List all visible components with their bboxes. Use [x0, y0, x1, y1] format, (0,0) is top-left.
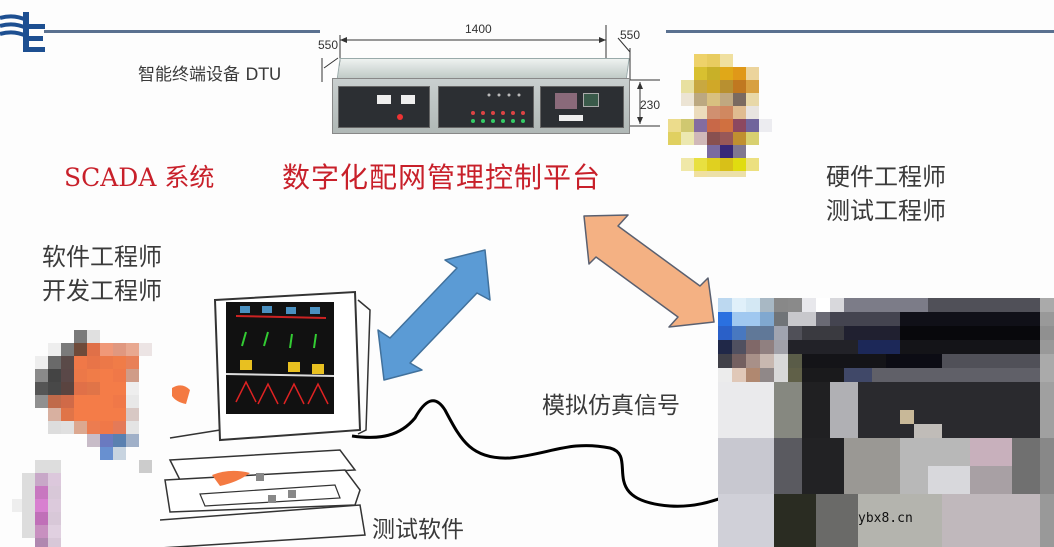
watermark: ybx8.cn — [858, 511, 913, 526]
blue-bidirectional-arrow-icon — [377, 249, 491, 381]
meter-icon — [401, 95, 415, 104]
hand-icon — [212, 470, 250, 486]
dtu-control-panel — [540, 86, 624, 128]
dimension-height: 230 — [640, 98, 661, 112]
role-software-engineer: 软件工程师 — [42, 243, 162, 271]
software-roles: 软件工程师 开发工程师 — [42, 240, 162, 308]
power-indicator-icon — [397, 114, 403, 120]
role-test-engineer: 测试工程师 — [826, 197, 946, 225]
dimension-depth-left: 550 — [318, 38, 339, 52]
dimension-width: 1400 — [465, 22, 492, 36]
device-label: 智能终端设备 DTU — [138, 65, 282, 85]
dtu-power-panel — [338, 86, 430, 128]
state-grid-logo-icon — [0, 10, 48, 54]
dtu-io-panel — [438, 86, 534, 128]
role-hardware-engineer: 硬件工程师 — [826, 163, 946, 191]
header-rule-right — [666, 30, 1054, 33]
test-bench-photo: ybx8.cn — [718, 298, 1054, 547]
role-development-engineer: 开发工程师 — [42, 277, 162, 305]
scada-screen — [226, 302, 334, 414]
console-button-icon — [256, 473, 264, 481]
test-software-label: 测试软件 — [372, 517, 464, 543]
arrows-layer — [377, 214, 715, 381]
header-rule-left — [44, 30, 320, 33]
simulation-signal-label: 模拟仿真信号 — [542, 393, 680, 419]
console-button-icon — [268, 495, 276, 503]
console-button-icon — [288, 490, 296, 498]
meter-icon — [377, 95, 391, 104]
hardware-roles: 硬件工程师 测试工程师 — [826, 160, 946, 228]
orange-bidirectional-arrow-icon — [583, 214, 715, 328]
software-engineer-avatar — [12, 330, 152, 547]
hand-icon — [172, 385, 190, 404]
scada-system-title: SCADA 系统 — [64, 163, 215, 192]
dimension-depth-right: 550 — [620, 28, 641, 42]
signal-cable — [351, 399, 740, 508]
dimension-lines — [321, 25, 660, 127]
platform-title: 数字化配网管理控制平台 — [282, 161, 602, 194]
hardware-engineer-avatar — [668, 52, 780, 177]
